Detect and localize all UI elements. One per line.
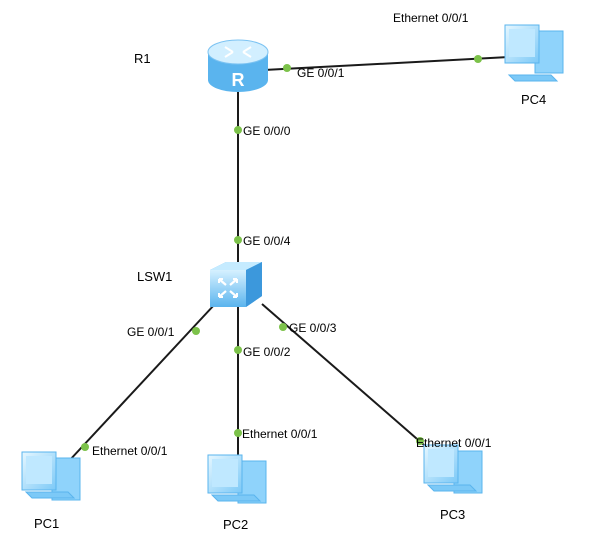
device-label-pc4: PC4 [521,92,546,107]
pc-icon [423,444,483,494]
port-label-pc4-eth001: Ethernet 0/0/1 [393,11,469,25]
port-label-pc2-eth001: Ethernet 0/0/1 [242,427,318,441]
port-label-lsw1-ge002: GE 0/0/2 [243,345,291,359]
port-dot-pc3-eth001 [416,437,424,445]
device-label-pc2: PC2 [223,517,248,532]
port-dot-pc2-eth001 [234,429,242,437]
link-r1-pc4[interactable] [263,56,511,71]
port-label-pc1-eth001: Ethernet 0/0/1 [92,444,168,458]
port-dot-lsw1-ge004 [234,236,242,244]
device-label-pc3: PC3 [440,507,465,522]
port-label-lsw1-ge001: GE 0/0/1 [127,325,175,339]
port-label-r1-ge000: GE 0/0/0 [243,124,291,138]
link-lsw1-pc1[interactable] [67,303,216,463]
router-icon: R [207,39,269,92]
pc-pc3[interactable]: PC3 [423,444,483,522]
device-label-r1: R1 [134,51,151,66]
port-dot-pc4-eth001 [474,55,482,63]
port-dot-pc1-eth001 [81,443,89,451]
port-dots [81,55,482,451]
pc-pc2[interactable]: PC2 [207,454,267,532]
port-label-lsw1-ge003: GE 0/0/3 [289,321,337,335]
port-labels: Ethernet 0/0/1 GE 0/0/1 GE 0/0/0 GE 0/0/… [92,11,492,458]
port-dot-lsw1-ge003 [279,323,287,331]
port-dot-lsw1-ge002 [234,346,242,354]
port-label-r1-ge001: GE 0/0/1 [297,66,345,80]
pc-pc4[interactable]: PC4 [504,24,564,107]
device-label-pc1: PC1 [34,516,59,531]
switch-icon [210,262,262,307]
switch-lsw1[interactable]: LSW1 [137,262,262,307]
link-lsw1-pc3[interactable] [261,303,433,453]
pc-icon [207,454,267,504]
port-dot-r1-ge000 [234,126,242,134]
device-label-lsw1: LSW1 [137,269,172,284]
port-label-pc3-eth001: Ethernet 0/0/1 [416,436,492,450]
pc-icon [504,24,564,82]
port-label-lsw1-ge004: GE 0/0/4 [243,234,291,248]
port-dot-r1-ge001 [283,64,291,72]
router-r1[interactable]: R R1 [134,39,269,92]
pc-pc1[interactable]: PC1 [21,451,81,531]
links [67,56,511,463]
svg-text:R: R [232,70,245,90]
pc-icon [21,451,81,501]
port-dot-lsw1-ge001 [192,327,200,335]
